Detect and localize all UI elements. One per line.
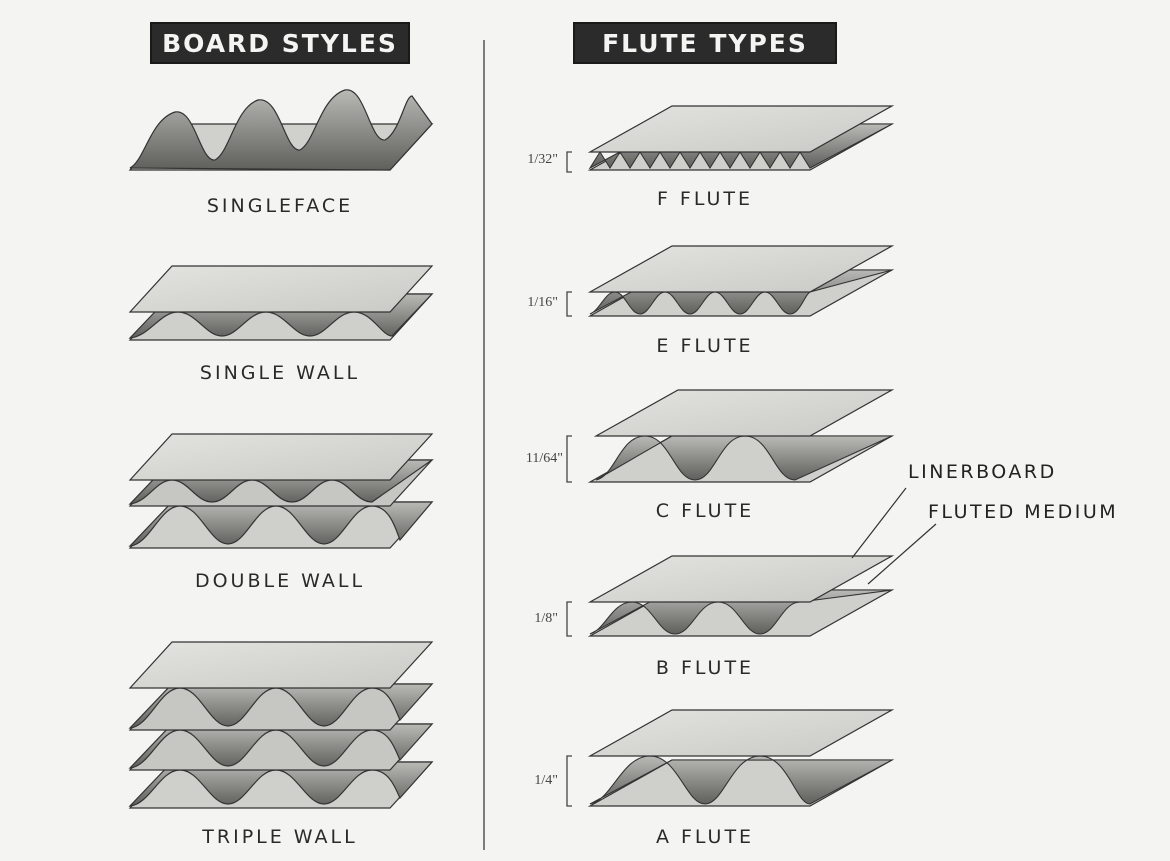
flute-type-label: A FLUTE	[655, 826, 755, 848]
flute-type-label: F FLUTE	[656, 188, 754, 210]
fluted-medium-callout: FLUTED MEDIUM	[928, 501, 1119, 523]
board-styles-heading-text: BOARD STYLES	[162, 28, 398, 58]
board-style-label: SINGLEFACE	[206, 195, 354, 217]
fluted-medium-leader	[867, 523, 937, 585]
a-flute-illustration	[566, 709, 895, 807]
thickness-label: 1/32"	[527, 152, 558, 167]
linerboard-leader	[851, 487, 907, 559]
e-flute-illustration	[566, 245, 895, 317]
c-flute-illustration	[566, 389, 895, 483]
thickness-label: 1/8"	[534, 611, 558, 626]
board-style-label: DOUBLE WALL	[194, 570, 366, 592]
singleface-illustration	[128, 89, 434, 171]
flute-types-heading-text: FLUTE TYPES	[602, 28, 808, 58]
b-flute-illustration	[566, 555, 895, 637]
f-flute-illustration	[566, 105, 895, 173]
thickness-label: 1/16"	[527, 295, 558, 310]
flute-type-label: E FLUTE	[656, 335, 754, 357]
single-wall-illustration	[128, 265, 434, 341]
flute-type-label: B FLUTE	[655, 657, 755, 679]
board-styles-heading: BOARD STYLES	[150, 22, 410, 64]
triple-wall-illustration	[128, 641, 434, 809]
board-style-label: SINGLE WALL	[199, 362, 361, 384]
board-style-label: TRIPLE WALL	[202, 826, 358, 848]
thickness-label: 11/64"	[525, 451, 563, 466]
thickness-label: 1/4"	[534, 773, 558, 788]
flute-type-label: C FLUTE	[655, 500, 755, 522]
flute-types-heading: FLUTE TYPES	[573, 22, 837, 64]
double-wall-illustration	[128, 433, 434, 549]
linerboard-callout: LINERBOARD	[908, 461, 1057, 483]
